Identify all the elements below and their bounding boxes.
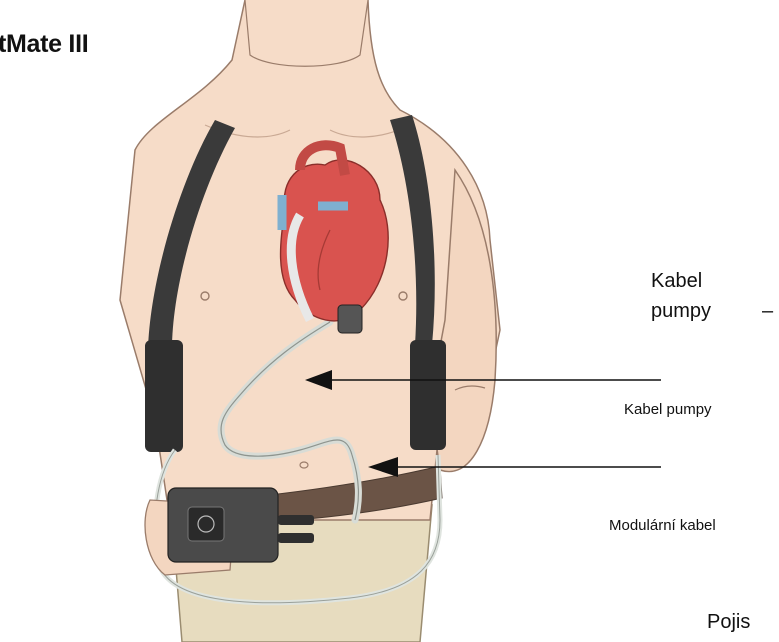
neck — [245, 0, 368, 66]
pump-device — [338, 305, 362, 333]
kabel-pumpy-large-label-dash: – — [762, 300, 773, 323]
page-title: tMate III — [0, 30, 88, 59]
controller-cable-connector — [278, 515, 314, 525]
left-battery-pack — [145, 340, 183, 452]
right-battery-pack — [410, 340, 446, 450]
kabel-pumpy-large-label-line2: pumpy — [651, 300, 711, 323]
pojis-label: Pojis — [707, 611, 750, 634]
modular-cable-label: Modulární kabel — [609, 517, 716, 534]
pump-cable-label: Kabel pumpy — [624, 401, 712, 418]
kabel-pumpy-large-label-line1: Kabel — [651, 270, 702, 293]
controller-cable-connector-2 — [278, 533, 314, 543]
controller-display — [188, 507, 224, 541]
